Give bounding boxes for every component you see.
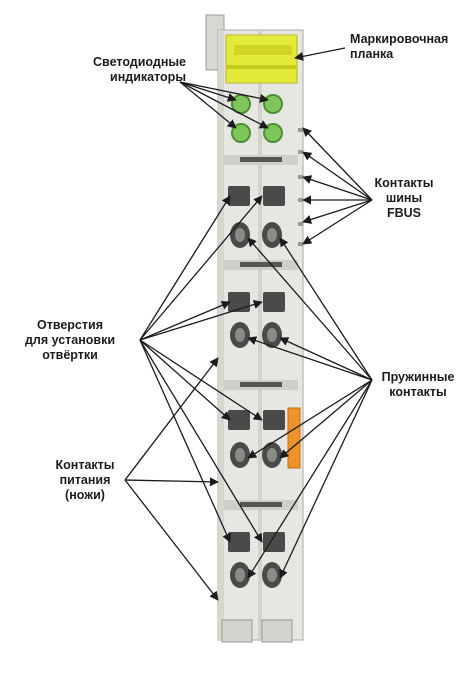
label-screwdriver-openings: Отверстия для установки отвёртки <box>0 318 140 363</box>
label-marking-strip: Маркировочная планка <box>350 32 448 62</box>
label-screwdriver-line1: Отверстия <box>36 318 103 332</box>
label-power-line2: питания <box>59 473 111 487</box>
contact-blocks <box>224 128 303 588</box>
label-led-line2: индикаторы <box>110 70 186 84</box>
module-housing <box>205 14 304 643</box>
leader-arrows <box>124 47 373 601</box>
label-power-line3: (ножи) <box>65 488 105 502</box>
label-led-line1: Светодиодные <box>93 55 186 69</box>
label-fbus-line1: Контакты <box>374 176 434 190</box>
label-marking-line2: планка <box>350 47 394 61</box>
label-marking-line1: Маркировочная <box>350 32 449 46</box>
label-fbus-line3: FBUS <box>386 206 422 220</box>
label-screwdriver-line2: для установки <box>24 333 116 347</box>
label-spring-line1: Пружинные <box>381 370 455 384</box>
label-power-line1: Контакты <box>55 458 115 472</box>
label-spring-contacts: Пружинные контакты <box>368 370 468 400</box>
label-fbus-contacts: Контакты шины FBUS <box>370 176 438 221</box>
label-fbus-line2: шины <box>385 191 423 205</box>
label-power-contacts: Контакты питания (ножи) <box>42 458 128 503</box>
label-screwdriver-line3: отвёртки <box>42 348 98 362</box>
label-led-indicators: Светодиодные индикаторы <box>0 55 186 85</box>
led-group <box>231 94 283 143</box>
marking-strip <box>225 34 298 84</box>
label-spring-line2: контакты <box>389 385 447 399</box>
